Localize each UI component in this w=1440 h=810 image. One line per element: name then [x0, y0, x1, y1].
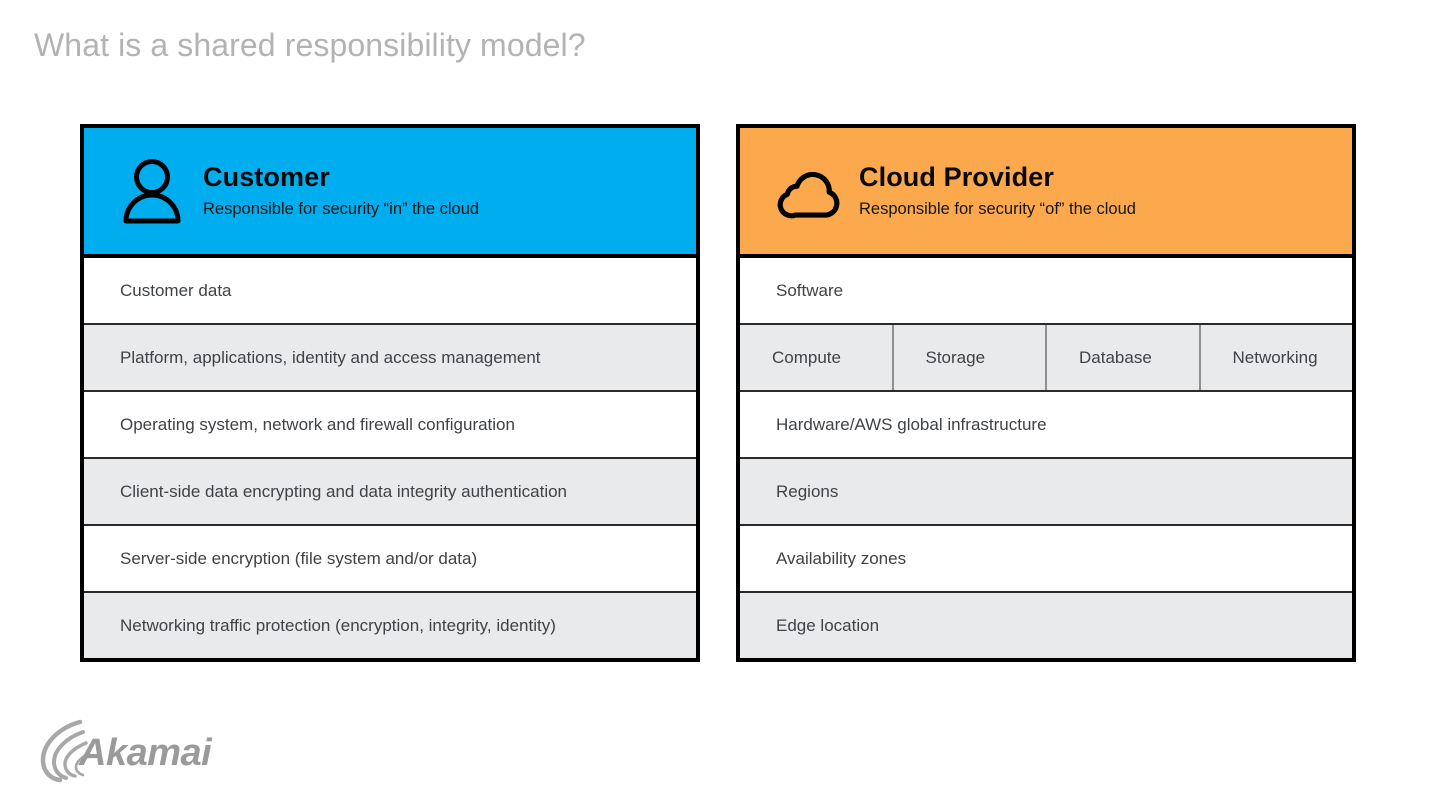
- table-cell-database: Database: [1047, 325, 1201, 390]
- panel-header-cloud-provider: Cloud Provider Responsible for security …: [740, 128, 1352, 258]
- akamai-logo: Akamai: [33, 716, 212, 786]
- panel-header-text-cloud-provider: Cloud Provider Responsible for security …: [859, 162, 1136, 220]
- cloud-icon: [775, 156, 841, 226]
- table-row: Networking traffic protection (encryptio…: [84, 593, 696, 658]
- table-row: Operating system, network and firewall c…: [84, 392, 696, 459]
- table-row: Platform, applications, identity and acc…: [84, 325, 696, 392]
- panel-cloud-provider: Cloud Provider Responsible for security …: [736, 124, 1356, 662]
- table-row: Software: [740, 258, 1352, 325]
- table-row: Hardware/AWS global infrastructure: [740, 392, 1352, 459]
- panel-subtitle-cloud-provider: Responsible for security “of” the cloud: [859, 200, 1136, 219]
- panel-title-customer: Customer: [203, 162, 330, 193]
- panels-container: Customer Responsible for security “in” t…: [80, 124, 1356, 662]
- panel-header-text-customer: Customer Responsible for security “in” t…: [203, 162, 479, 220]
- panel-subtitle-customer: Responsible for security “in” the cloud: [203, 200, 480, 219]
- table-row: Customer data: [84, 258, 696, 325]
- rows-cloud-provider: Software Compute Storage Database Networ…: [740, 258, 1352, 658]
- table-row: Client-side data encrypting and data int…: [84, 459, 696, 526]
- panel-customer: Customer Responsible for security “in” t…: [80, 124, 700, 662]
- table-row: Server-side encryption (file system and/…: [84, 526, 696, 593]
- table-cell-networking: Networking: [1232, 347, 1318, 367]
- rows-customer: Customer data Platform, applications, id…: [84, 258, 696, 658]
- table-row: Regions: [740, 459, 1352, 526]
- akamai-wordmark: Akamai: [79, 732, 212, 774]
- akamai-swirl-icon: [40, 719, 91, 783]
- person-icon: [119, 156, 185, 226]
- panel-title-cloud-provider: Cloud Provider: [859, 162, 1054, 193]
- table-cell-compute: Compute: [740, 325, 894, 390]
- table-cell-storage: Storage: [894, 325, 1047, 390]
- page-title: What is a shared responsibility model?: [34, 27, 586, 63]
- panel-header-customer: Customer Responsible for security “in” t…: [84, 128, 696, 258]
- table-row: Availability zones: [740, 526, 1352, 593]
- table-row-split: Compute Storage Database Networking: [740, 325, 1352, 392]
- table-row: Edge location: [740, 593, 1352, 658]
